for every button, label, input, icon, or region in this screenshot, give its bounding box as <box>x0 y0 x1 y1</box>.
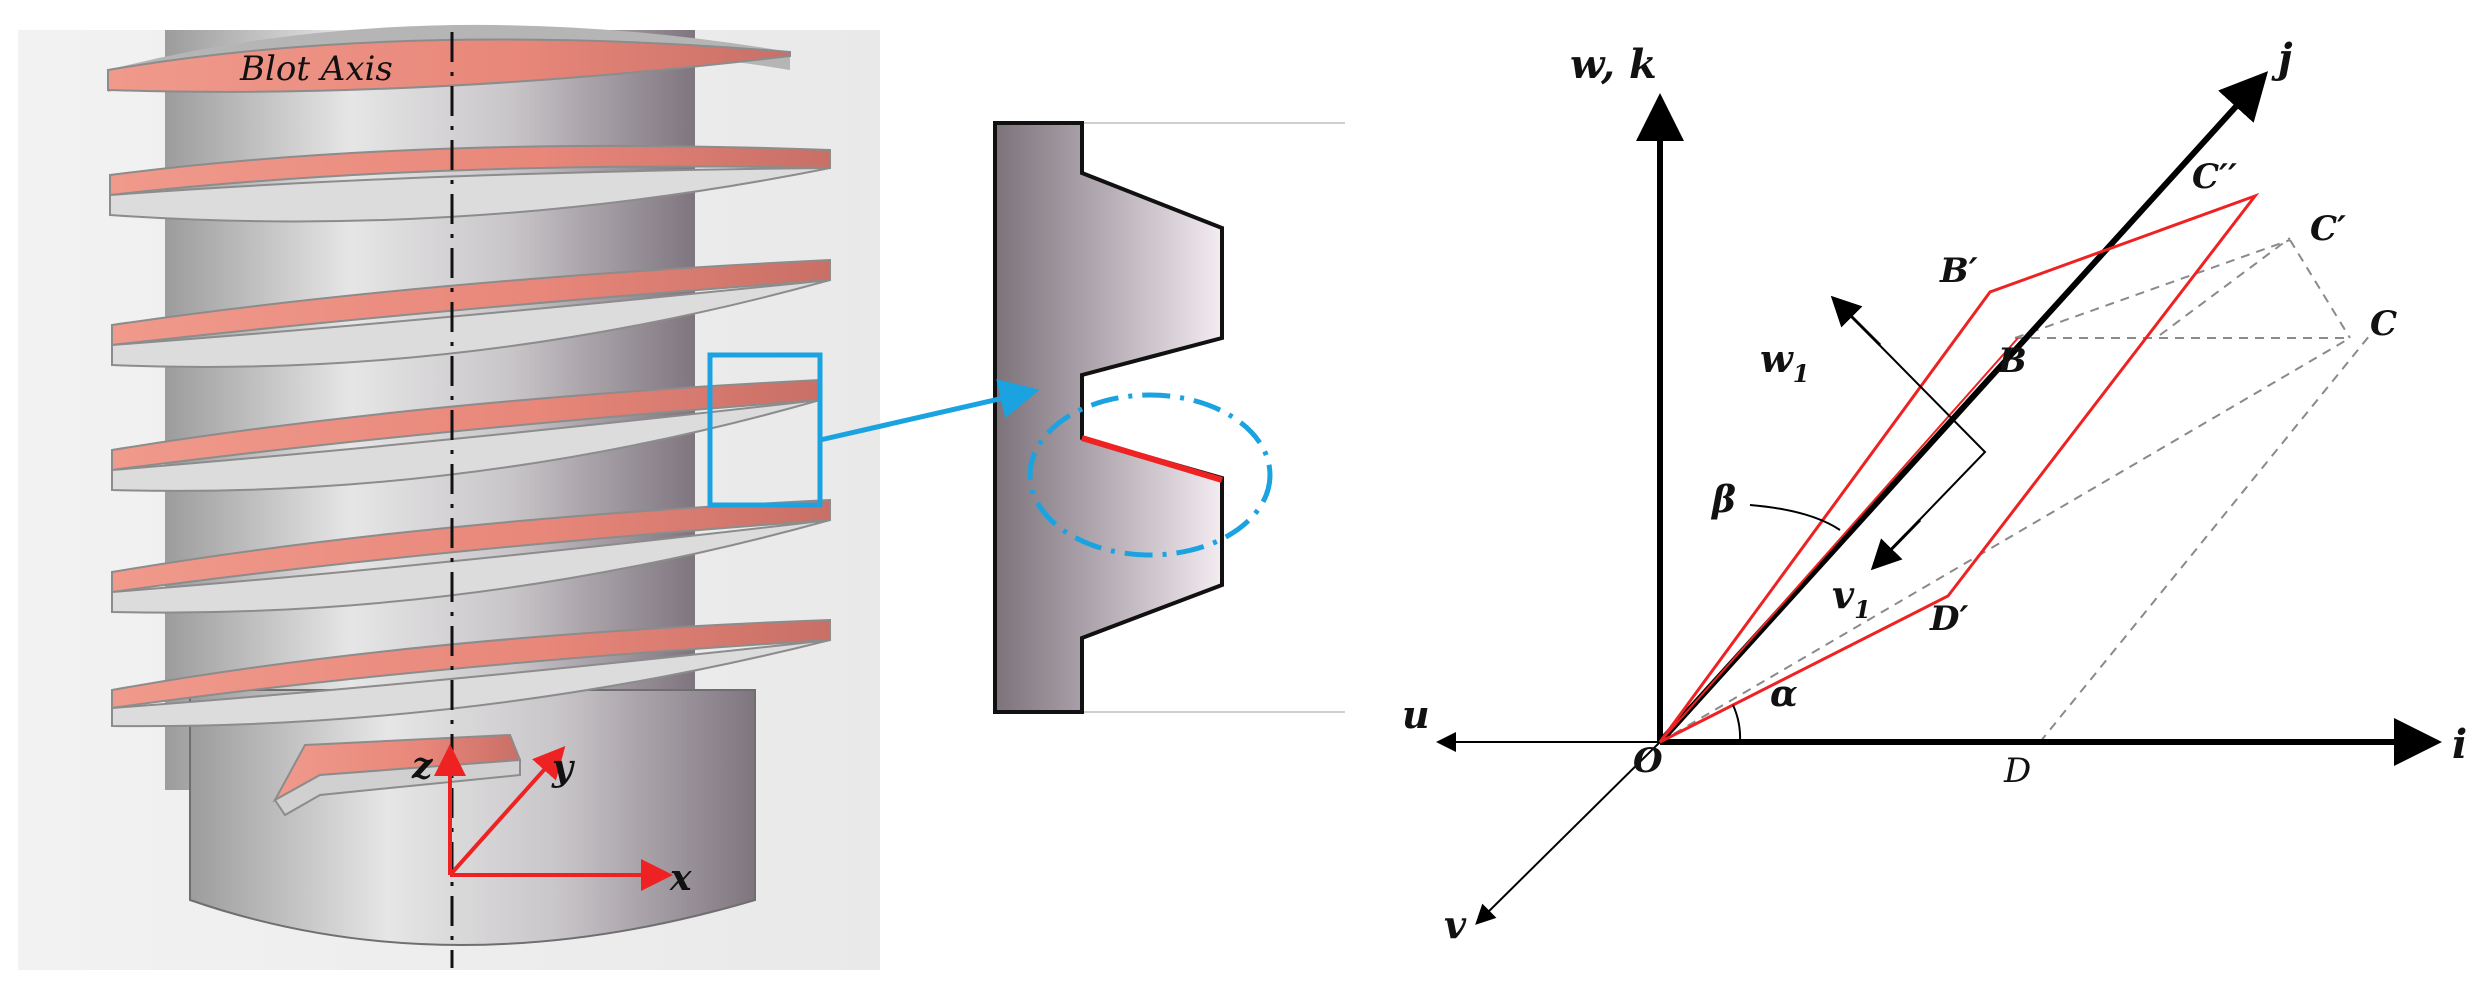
label-D: D <box>2003 751 2031 791</box>
label-w1-sub: 1 <box>1793 359 1810 388</box>
label-C: C <box>2370 304 2397 344</box>
thread-disc <box>107 24 791 93</box>
label-B: B <box>1997 341 2027 381</box>
bolt-axis-label: Blot Axis <box>239 49 393 89</box>
label-v1-sub: 1 <box>1854 595 1871 624</box>
red-parallelogram <box>1658 192 2260 744</box>
label-w-k: w, k <box>1570 41 1657 88</box>
label-B-prime: B′ <box>1939 251 1978 291</box>
label-v: v <box>1444 902 1467 947</box>
thread-disc <box>111 498 831 614</box>
v-axis <box>1475 741 1661 925</box>
dashed-parallelogram <box>1659 237 2371 743</box>
bolt-render: Blot Axis z y x <box>18 24 880 970</box>
alpha-arc <box>1732 704 1742 743</box>
highlight-box <box>707 352 823 508</box>
w1-arrow <box>1830 295 1882 347</box>
label-v1: v1 <box>1832 572 1871 624</box>
y-axis-arrow <box>448 746 566 877</box>
label-w1: w1 <box>1760 336 1809 388</box>
v1-arrow <box>1870 518 1922 571</box>
label-D-prime: D′ <box>1929 599 1968 639</box>
thread-disc <box>111 618 831 728</box>
label-v1-base: v <box>1832 572 1855 617</box>
beta-leader <box>1749 504 1841 531</box>
label-alpha: α <box>1770 673 1798 715</box>
contact-flank <box>1081 435 1223 483</box>
callout-arrow <box>819 379 1040 443</box>
coordinate-frame: z y x <box>411 744 692 899</box>
detail-ellipse <box>1027 392 1273 558</box>
label-O: O <box>1633 741 1663 781</box>
thread-profile-detail <box>819 121 1345 714</box>
thread-disc <box>111 258 831 368</box>
y-axis-label: y <box>551 747 575 789</box>
thread-disc <box>109 144 831 223</box>
red-inner-line <box>1659 337 2019 743</box>
vector-diagram: w, k j i u v O D B C B′ C′ C′′ D′ w1 v1 … <box>1402 35 2467 947</box>
label-w1-base: w <box>1760 336 1794 381</box>
label-C-double-prime: C′′ <box>2192 157 2237 197</box>
bolt-shank <box>189 689 756 946</box>
label-beta: β <box>1710 479 1736 521</box>
x-axis-label: x <box>669 857 692 899</box>
thread-profile-shape <box>993 121 1224 714</box>
label-j: j <box>2271 35 2293 82</box>
z-axis-label: z <box>411 745 434 787</box>
label-C-prime: C′ <box>2310 209 2346 249</box>
label-i: i <box>2452 721 2467 768</box>
label-u: u <box>1402 692 1430 737</box>
j-axis <box>1657 71 2269 745</box>
